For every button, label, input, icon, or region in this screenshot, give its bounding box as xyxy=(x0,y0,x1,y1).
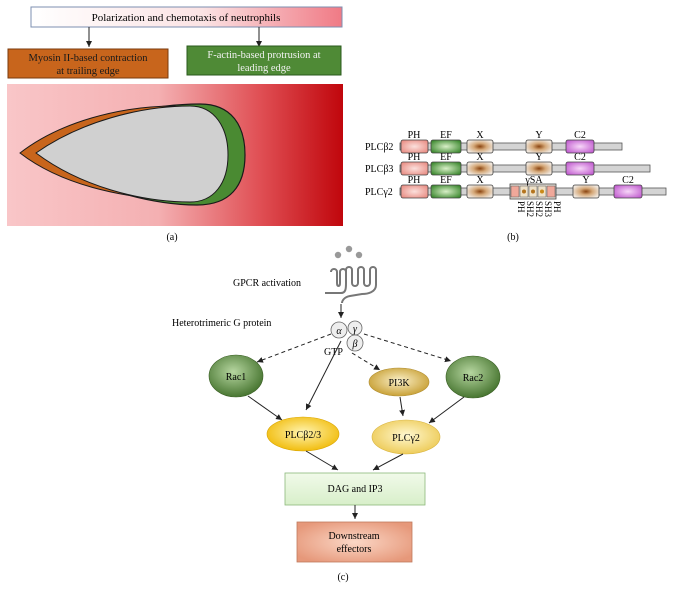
sa-ph-left xyxy=(510,185,520,198)
plc-b2-ef-domain xyxy=(430,139,462,154)
panel-b: PLCβ2 PH EF X Y C2 PLCβ3 PH EF X Y C2 PL… xyxy=(365,130,667,243)
pi3k-node xyxy=(368,367,430,397)
plc-b3-c2-label: C2 xyxy=(574,152,586,163)
plc-g2-ph-domain xyxy=(400,184,429,199)
myosin-box-line1: Myosin II-based contraction xyxy=(29,53,149,64)
sa-sub-label-sh3: SH3 xyxy=(543,201,553,218)
g-beta-label: β xyxy=(352,339,358,350)
plc-b3-x-label: X xyxy=(476,152,484,163)
plc-b2-x-domain xyxy=(466,139,494,154)
plc-b3-backbone xyxy=(399,164,651,173)
plcb-label: PLCβ2/3 xyxy=(285,430,321,441)
dashed-arrow-to-pi3k xyxy=(351,352,381,371)
plc-g2-y-label: Y xyxy=(582,175,589,186)
panel-a-title-box xyxy=(30,6,343,28)
plc-b3-x-domain xyxy=(466,161,494,176)
plc-g2-c2-domain xyxy=(613,184,643,199)
panel-a-title: Polarization and chemotaxis of neutrophi… xyxy=(92,12,281,24)
plc-b2-ph-label: PH xyxy=(408,130,421,141)
plc-g2-ef-label: EF xyxy=(440,175,452,186)
downstream-line1: Downstream xyxy=(328,531,379,542)
dag-ip3-label: DAG and IP3 xyxy=(328,484,383,495)
dashed-arrow-to-rac2 xyxy=(363,333,452,363)
rac2-label: Rac2 xyxy=(463,373,484,384)
sa-sub-label-sh2b: SH2 xyxy=(534,201,544,217)
plc-b3-ph-label: PH xyxy=(408,152,421,163)
dashed-arrow-to-rac1 xyxy=(256,333,332,363)
panel-c: GPCR activation Heterotrimeric G protein… xyxy=(172,245,501,583)
rac1-label: Rac1 xyxy=(226,372,247,383)
plc-b2-c2-domain xyxy=(565,139,595,154)
sa-sh2-a-dot xyxy=(522,189,526,194)
arrow-plcg-to-dag xyxy=(372,453,404,471)
gtp-label: GTP xyxy=(324,347,343,358)
rac1-node xyxy=(208,354,264,398)
plc-b2-ef-label: EF xyxy=(440,130,452,141)
plc-b3-ef-domain xyxy=(430,161,462,176)
arrow-rac1-to-plcb xyxy=(247,395,283,421)
plc-g2-y-domain xyxy=(572,184,600,199)
plc-g2-sa-label: γSA xyxy=(524,175,543,186)
g-gamma-label: γ xyxy=(353,324,358,335)
g-alpha-label: α xyxy=(336,326,342,337)
sa-sub-label-ph2: PH xyxy=(552,201,562,213)
plc-g2-label: PLCγ2 xyxy=(365,187,393,198)
plc-b2-backbone xyxy=(399,142,623,151)
arrow-rac2-to-plcg xyxy=(428,396,465,424)
g-protein-label: Heterotrimeric G protein xyxy=(172,318,271,329)
sa-ph-right xyxy=(546,185,556,198)
plc-b3-y-domain xyxy=(525,161,553,176)
plc-b2-x-label: X xyxy=(476,130,484,141)
sa-sub-label-sh2a: SH2 xyxy=(525,201,535,217)
factin-box-line1: F-actin-based protrusion at xyxy=(207,50,320,61)
plc-g2-x-label: X xyxy=(476,175,484,186)
plc-b3-label: PLCβ3 xyxy=(365,164,393,175)
plc-b2-label: PLCβ2 xyxy=(365,142,393,153)
gpcr-activation-label: GPCR activation xyxy=(233,278,301,289)
downstream-line2: effectors xyxy=(337,544,372,555)
g-alpha-subunit xyxy=(330,321,348,339)
plc-b3-ph-domain xyxy=(400,161,429,176)
plc-g2-ph-label: PH xyxy=(408,175,421,186)
plcg-label: PLCγ2 xyxy=(392,433,420,444)
sa-sub-label-ph1: PH xyxy=(516,201,526,213)
gpcr-receptor-icon xyxy=(325,266,377,304)
g-beta-subunit xyxy=(346,334,364,352)
plc-b2-y-label: Y xyxy=(535,130,542,141)
plc-b3-y-label: Y xyxy=(535,152,542,163)
panel-a-caption: (a) xyxy=(166,232,177,243)
plc-g2-x-domain xyxy=(466,184,494,199)
ligand-3 xyxy=(355,251,363,259)
downstream-effectors-box xyxy=(296,521,413,563)
plc-b3-c2-domain xyxy=(565,161,595,176)
plc-g2-ef-domain xyxy=(430,184,462,199)
rac2-node xyxy=(445,355,501,399)
plc-g2-c2-label: C2 xyxy=(622,175,634,186)
arrow-plcb-to-dag xyxy=(305,450,339,471)
plcg-node xyxy=(371,419,441,455)
dag-ip3-box xyxy=(284,472,426,506)
panel-b-caption: (b) xyxy=(507,232,519,243)
plc-b2-y-domain xyxy=(525,139,553,154)
cell-body xyxy=(35,105,229,203)
plc-b2-ph-domain xyxy=(400,139,429,154)
factin-box xyxy=(186,45,342,76)
plcb-node xyxy=(266,416,340,452)
ligand-1 xyxy=(334,251,342,259)
arrow-pi3k-to-plcg xyxy=(399,396,406,417)
sa-sh3-dot xyxy=(540,189,544,194)
panel-c-caption: (c) xyxy=(337,572,348,583)
gpcr-receptor-loop xyxy=(330,268,341,287)
plc-b2-c2-label: C2 xyxy=(574,130,586,141)
myosin-box xyxy=(7,48,169,79)
ligand-2 xyxy=(345,245,353,253)
panel-a: Polarization and chemotaxis of neutrophi… xyxy=(7,6,343,243)
myosin-box-line2: at trailing edge xyxy=(57,66,120,77)
factin-box-line2: leading edge xyxy=(237,63,291,74)
sa-sh2-b-dot xyxy=(531,189,535,194)
plc-b3-ef-label: EF xyxy=(440,152,452,163)
pi3k-label: PI3K xyxy=(388,378,410,389)
arrow-gprotein-to-plcb xyxy=(305,340,342,411)
